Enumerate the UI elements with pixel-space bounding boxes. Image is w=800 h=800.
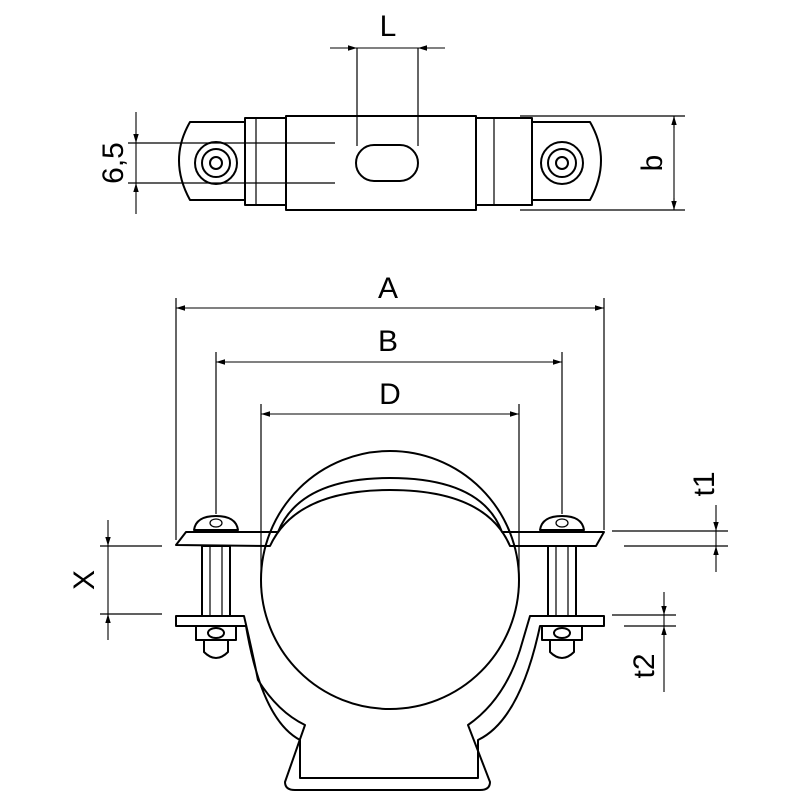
dimension-L: L: [330, 10, 445, 146]
right-bolt: [539, 515, 585, 659]
dimension-B: B: [215, 325, 563, 514]
right-screw-top: [540, 141, 584, 185]
label-t2: t2: [628, 653, 661, 678]
left-bolt: [193, 515, 239, 659]
label-X: X: [68, 570, 101, 590]
top-view-strap: [178, 115, 602, 211]
label-A: A: [378, 272, 398, 305]
left-screw-top: [194, 141, 238, 185]
label-t1: t1: [688, 471, 721, 496]
lower-strap: [175, 615, 605, 791]
dimension-D: D: [260, 378, 520, 588]
label-b: b: [636, 155, 669, 172]
dimension-6-5: 6,5: [97, 112, 335, 214]
dimension-t2: t2: [612, 592, 676, 692]
dimension-b: b: [520, 115, 685, 211]
front-view: A B D X: [68, 272, 728, 791]
label-D: D: [379, 378, 401, 411]
label-6-5: 6,5: [97, 142, 130, 184]
top-view: L 6,5 b: [97, 10, 685, 214]
dimension-X: X: [68, 520, 162, 640]
label-B: B: [378, 325, 398, 358]
label-L: L: [380, 10, 397, 43]
dimension-t1: t1: [612, 471, 728, 572]
dimension-A: A: [175, 272, 605, 540]
center-slot: [355, 144, 419, 182]
upper-strap: [175, 477, 605, 547]
